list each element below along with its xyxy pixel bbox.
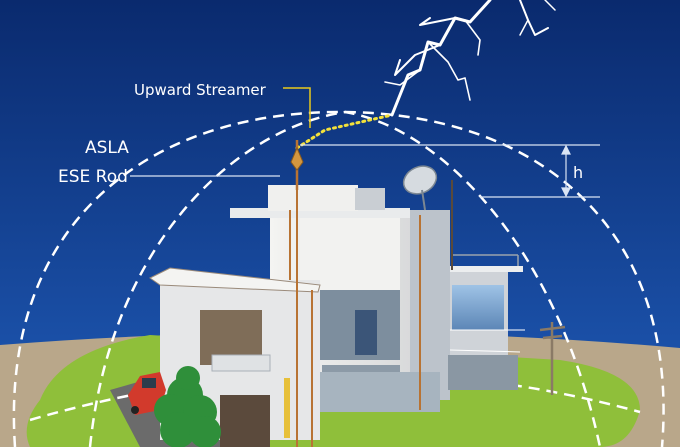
asla-label: ASLA [85,138,129,158]
right-wing-roof [445,266,523,272]
height-dimension [561,144,571,198]
main-block-upper-wall [300,215,400,290]
left-wing-balcony [211,354,271,372]
ese-rod-icon [290,140,304,190]
main-block-roof-slab [230,208,410,218]
rooftop-box-shadow [355,188,385,210]
ground-floor-interior [320,372,440,412]
left-wing-roof [149,267,321,293]
house [149,165,525,447]
protection-zone-inner-arc [88,110,602,447]
upward-streamer-label: Upward Streamer [134,81,267,99]
down-conductors [289,165,421,447]
right-railing [449,329,525,353]
satellite-dish-icon [402,165,438,211]
lightning-bolt-icon [384,0,556,117]
upward-streamer-leader [283,87,311,128]
height-label: h [573,163,583,182]
main-block-side [405,210,450,400]
right-wing-window [452,285,504,330]
protection-zone-outer-arc [12,110,665,447]
utility-pole-icon [539,322,566,395]
tree-icon [154,366,221,447]
ese-rod-label: ESE Rod [58,167,128,187]
right-wing-lower-room [448,355,518,390]
gas-pipe [284,378,290,438]
interior-cabinet [355,310,377,355]
upward-streamer-path [295,113,394,150]
rooftop-box [268,185,358,211]
left-wing-lower-door [220,395,270,447]
